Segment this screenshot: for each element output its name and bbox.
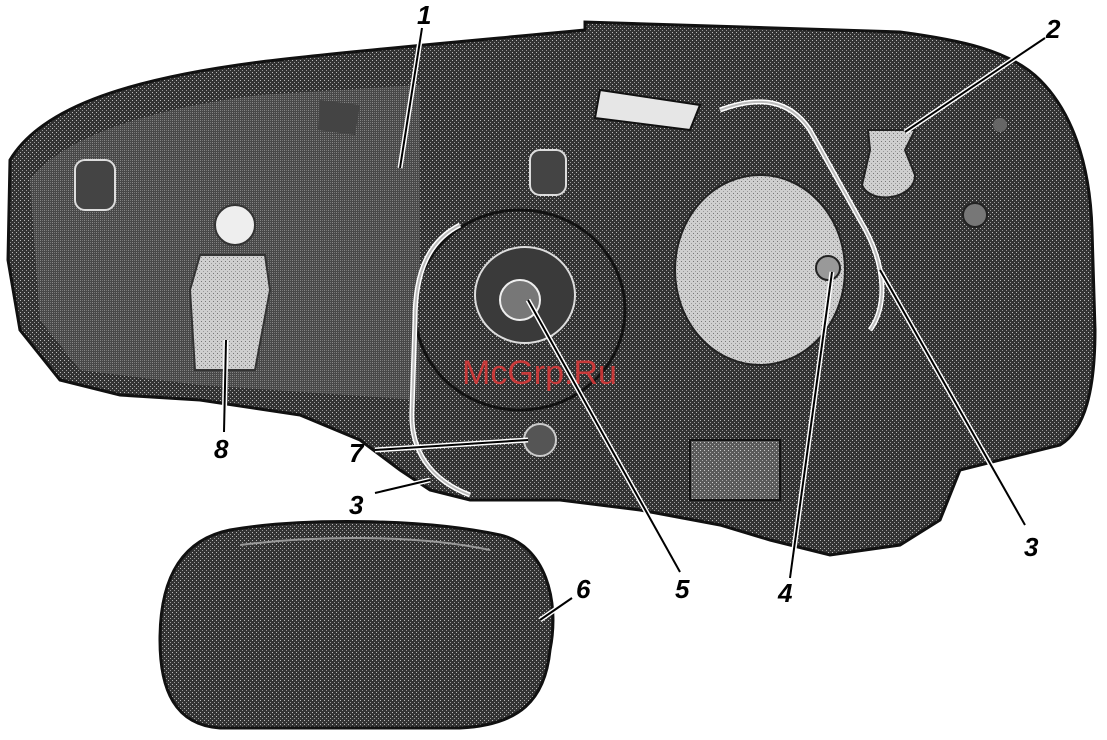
housing-vents — [690, 440, 780, 500]
watermark: McGrp.Ru — [462, 354, 617, 392]
rear-cover — [160, 522, 553, 728]
callout-4: 4 — [777, 578, 793, 608]
callout-6: 6 — [576, 574, 591, 604]
side-marker-socket — [862, 130, 915, 197]
callout-3-left: 3 — [349, 490, 364, 520]
callout-5: 5 — [675, 574, 690, 604]
callout-8: 8 — [214, 434, 229, 464]
callout-1: 1 — [417, 0, 431, 30]
callout-3-right: 3 — [1024, 532, 1039, 562]
position-bulb — [524, 424, 556, 456]
callout-7: 7 — [349, 438, 365, 468]
callout-2: 2 — [1045, 14, 1061, 44]
reflector-high-beam — [675, 175, 845, 365]
